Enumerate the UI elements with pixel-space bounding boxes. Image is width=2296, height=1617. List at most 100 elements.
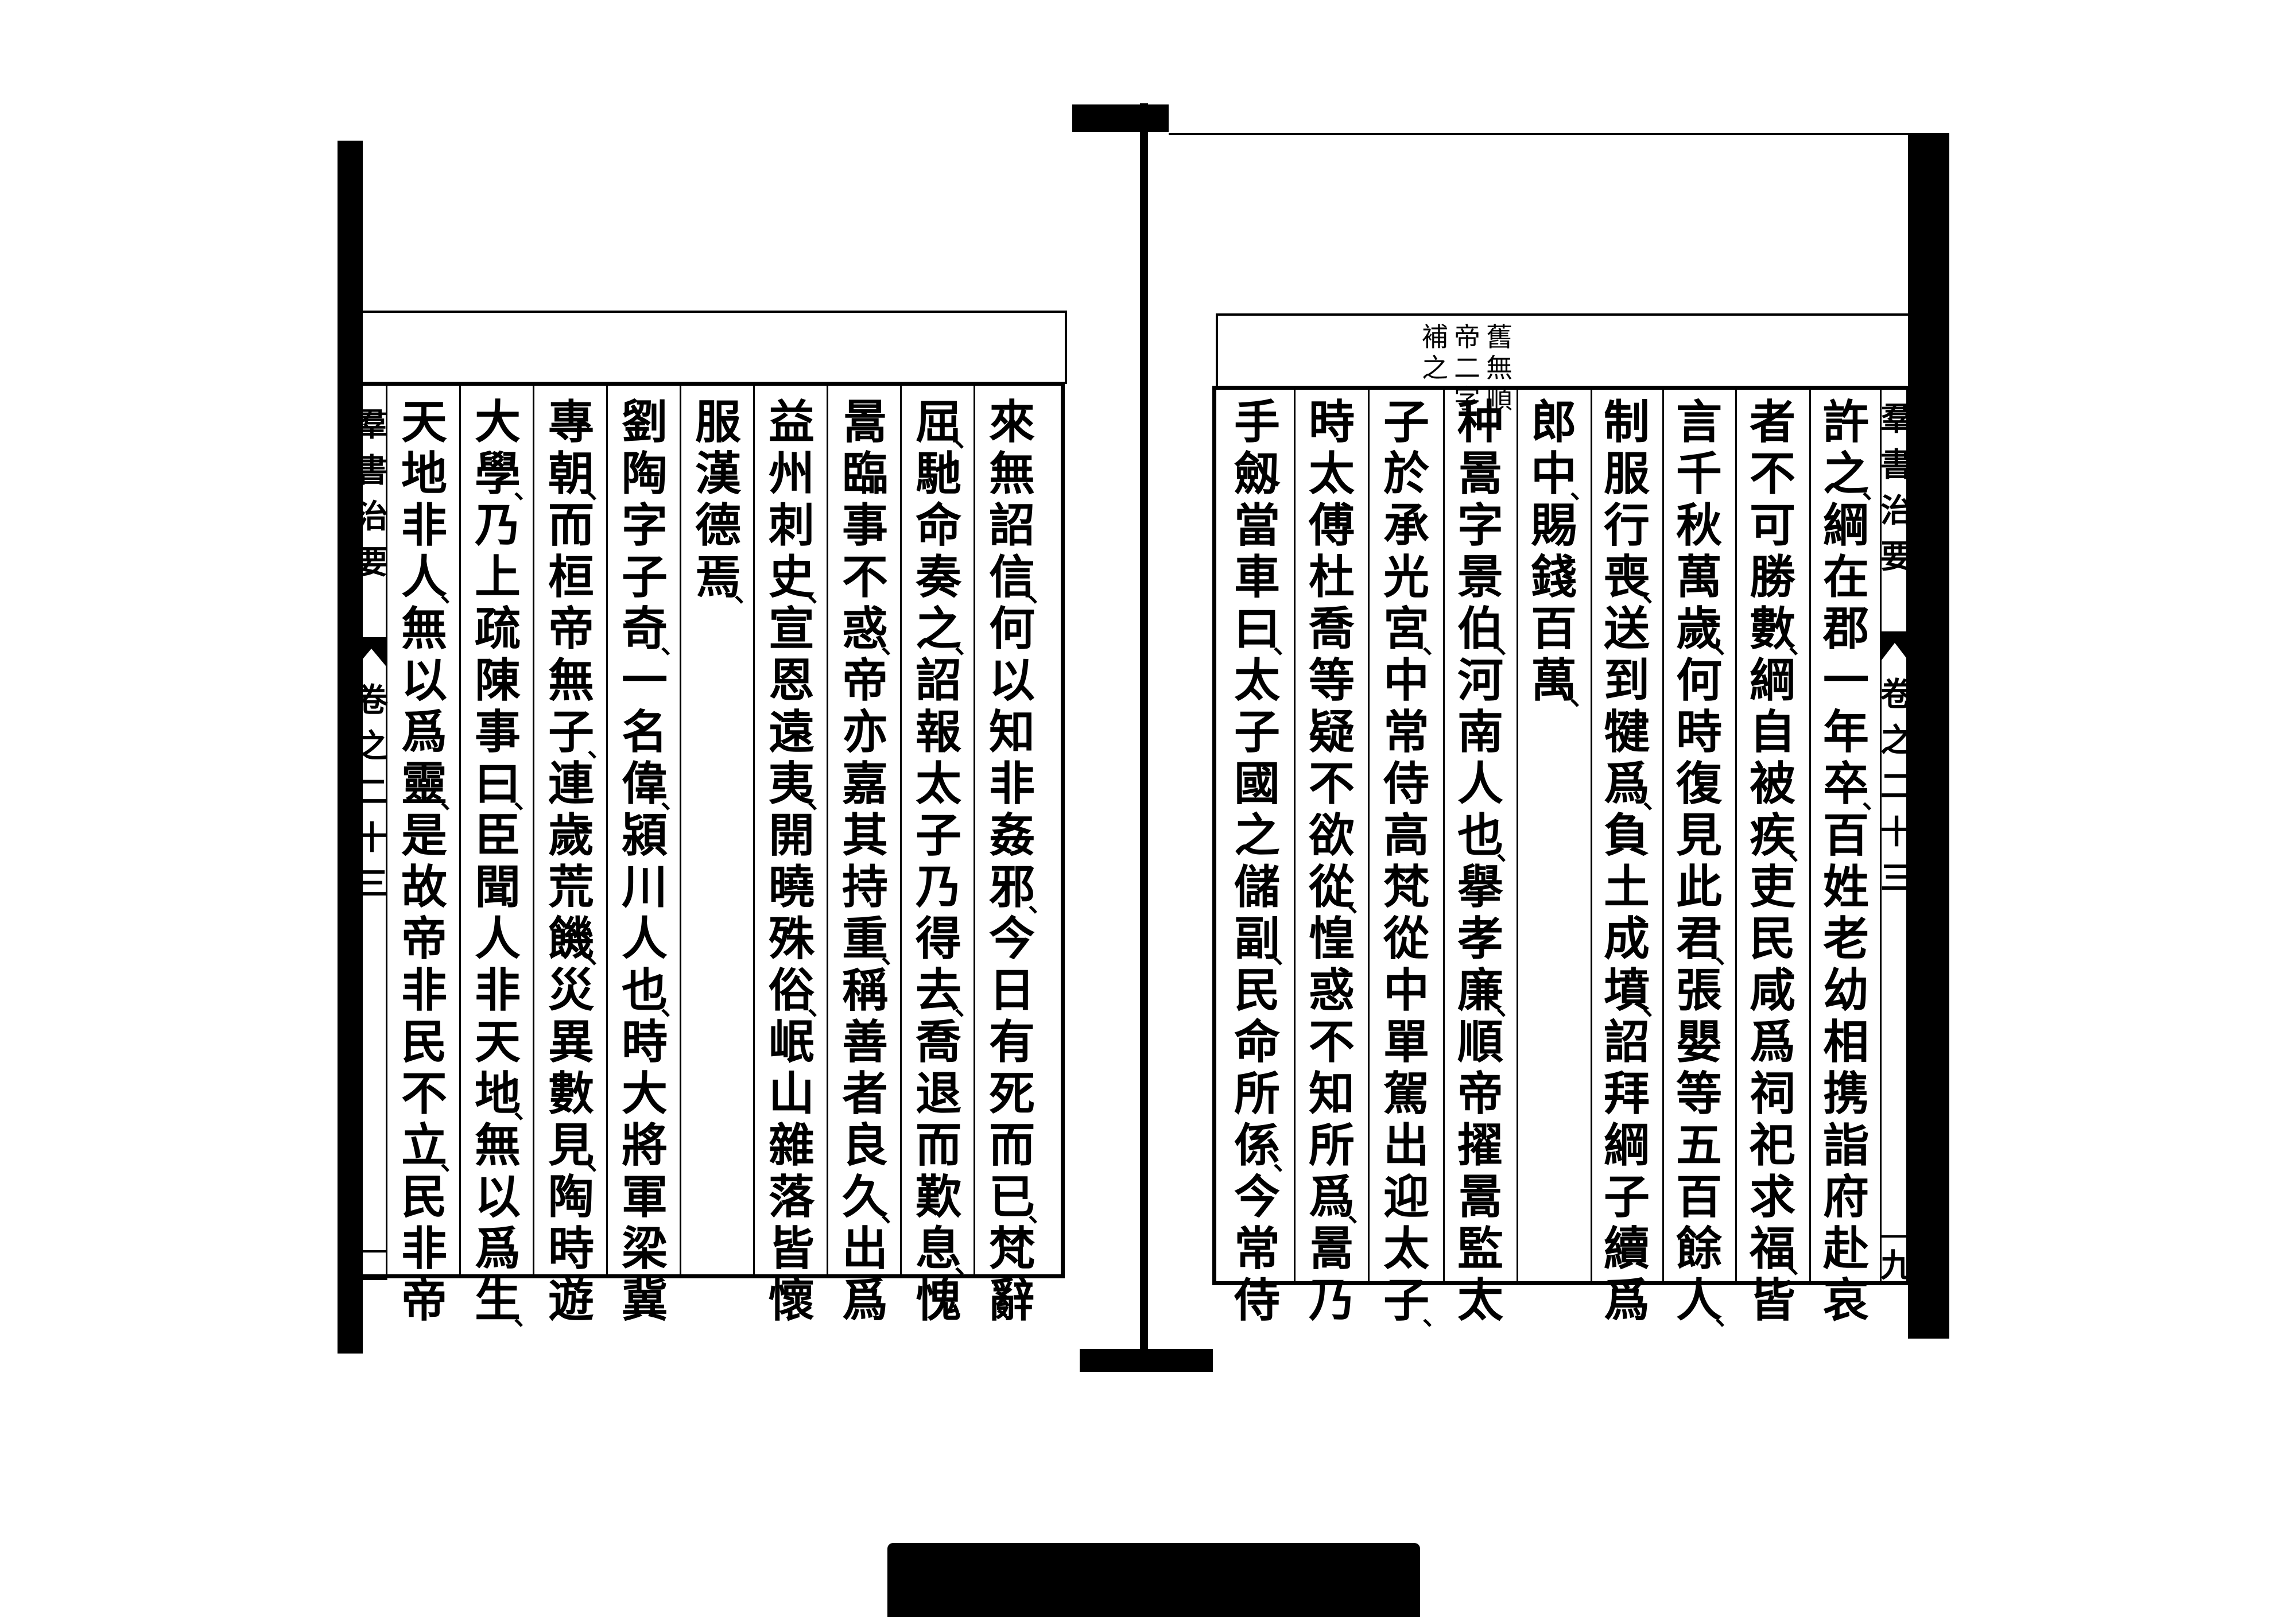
character: 河 bbox=[1457, 653, 1503, 707]
character: 焉、 bbox=[695, 550, 759, 608]
character: 臣 bbox=[475, 808, 521, 862]
character: 連 bbox=[548, 757, 594, 811]
character: 府 bbox=[1823, 1170, 1869, 1224]
column-rule bbox=[1517, 389, 1518, 1282]
text-column: 者不可勝數、綱自被疾、吏民咸爲祠祀求福、皆 bbox=[1736, 396, 1814, 1326]
character: 愧 bbox=[916, 1273, 961, 1327]
character: 帝 bbox=[842, 653, 888, 707]
character: 子 bbox=[1604, 1170, 1650, 1224]
character: 高 bbox=[1383, 808, 1429, 862]
character: 不 bbox=[1309, 757, 1355, 811]
punctuation-mark: 、 bbox=[1715, 1302, 1740, 1331]
character: 擢 bbox=[1457, 1118, 1503, 1172]
character: 益 bbox=[769, 395, 815, 449]
character: 從 bbox=[1383, 912, 1429, 965]
left-page-header-rule bbox=[363, 311, 1067, 384]
character: 川 bbox=[622, 860, 668, 914]
character: 良 bbox=[842, 1118, 888, 1172]
right-book-spine bbox=[1908, 133, 1949, 1339]
column-rule bbox=[753, 386, 755, 1274]
column-rule bbox=[900, 386, 902, 1274]
character: 太 bbox=[916, 757, 961, 811]
character: 陶 bbox=[548, 1170, 594, 1224]
character: 綱 bbox=[1750, 653, 1795, 707]
text-column: 許之、綱在郡一年卒、百姓老幼相携詣府赴哀 bbox=[1809, 396, 1887, 1326]
character: 此 bbox=[1676, 860, 1722, 914]
character: 民 bbox=[1234, 963, 1280, 1017]
header-note-column: 帝二字 bbox=[1450, 321, 1484, 414]
character: 書 bbox=[356, 452, 388, 490]
character: 荒 bbox=[548, 860, 594, 914]
character: 德 bbox=[695, 498, 741, 552]
column-rule bbox=[974, 386, 975, 1274]
character: 帝 bbox=[1454, 321, 1480, 352]
character: 歎 bbox=[916, 1170, 961, 1224]
character: 土 bbox=[1604, 860, 1650, 914]
punctuation-mark: 、 bbox=[1789, 1250, 1814, 1279]
character: 爲 bbox=[1604, 1273, 1650, 1327]
character: 詣 bbox=[1823, 1118, 1869, 1172]
character: 墳、 bbox=[1604, 963, 1668, 1021]
character: 從、 bbox=[1309, 860, 1373, 918]
character: 手 bbox=[1234, 395, 1280, 449]
character: 綱 bbox=[1604, 1118, 1650, 1172]
character: 送 bbox=[1604, 602, 1650, 656]
punctuation-mark: 、 bbox=[955, 992, 980, 1021]
punctuation-mark: 、 bbox=[955, 1250, 980, 1279]
character: 南 bbox=[1457, 705, 1503, 759]
character: 人 bbox=[475, 912, 521, 965]
character: 桓 bbox=[548, 550, 594, 604]
punctuation-mark: 、 bbox=[808, 992, 833, 1021]
character: 補 bbox=[1422, 321, 1448, 352]
character: 來 bbox=[989, 395, 1035, 449]
character: 詔 bbox=[1604, 1015, 1650, 1069]
character: 辭 bbox=[989, 1273, 1035, 1327]
character: 見 bbox=[1676, 808, 1722, 862]
punctuation-mark: 、 bbox=[1348, 1199, 1373, 1228]
character: 不 bbox=[1750, 447, 1795, 501]
character: 字 bbox=[1457, 498, 1503, 552]
character: 漢 bbox=[695, 447, 741, 501]
character: 息、 bbox=[916, 1222, 980, 1279]
character: 太 bbox=[1309, 447, 1355, 501]
character: 張 bbox=[1676, 963, 1722, 1017]
punctuation-mark: 、 bbox=[514, 1302, 539, 1331]
character: 今 bbox=[989, 912, 1035, 965]
character: 夷、 bbox=[769, 757, 833, 815]
character: 擧 bbox=[1457, 860, 1503, 914]
right-fold-title: 羣書治要 bbox=[1880, 396, 1913, 580]
punctuation-mark: 、 bbox=[1862, 475, 1887, 505]
character: 歲 bbox=[548, 808, 594, 862]
character: 順 bbox=[1486, 383, 1512, 414]
character: 舊 bbox=[1486, 321, 1512, 352]
character: 姓 bbox=[1823, 860, 1869, 914]
character: 等 bbox=[1309, 653, 1355, 707]
character: 歲、 bbox=[1676, 602, 1740, 660]
character: 重、 bbox=[842, 912, 906, 970]
character: 曰、 bbox=[1234, 602, 1298, 660]
character: 地、 bbox=[475, 1067, 539, 1124]
character: 書 bbox=[1880, 446, 1913, 484]
character: 出 bbox=[842, 1222, 888, 1275]
punctuation-mark: 、 bbox=[881, 940, 906, 970]
character: 報 bbox=[916, 705, 961, 759]
character: 帝 bbox=[401, 1273, 447, 1327]
character: 太 bbox=[1234, 653, 1280, 707]
character: 也、 bbox=[1457, 808, 1522, 866]
punctuation-mark: 、 bbox=[661, 630, 686, 660]
character: 無 bbox=[1486, 352, 1512, 383]
character: 字 bbox=[1454, 383, 1480, 414]
punctuation-mark: 、 bbox=[1715, 630, 1740, 660]
character: 求 bbox=[1750, 1170, 1795, 1224]
character: 劉 bbox=[622, 395, 668, 449]
character: 非 bbox=[401, 1222, 447, 1275]
character: 綱 bbox=[1823, 498, 1869, 552]
character: 行 bbox=[1604, 498, 1650, 552]
character: 事 bbox=[842, 498, 888, 552]
character: 一 bbox=[622, 653, 668, 707]
character: 出 bbox=[1383, 1118, 1429, 1172]
character: 有 bbox=[989, 1015, 1035, 1069]
column-rule bbox=[606, 386, 608, 1274]
text-column: 郎中、賜錢百萬、 bbox=[1517, 396, 1595, 709]
character: 欲 bbox=[1309, 808, 1355, 862]
